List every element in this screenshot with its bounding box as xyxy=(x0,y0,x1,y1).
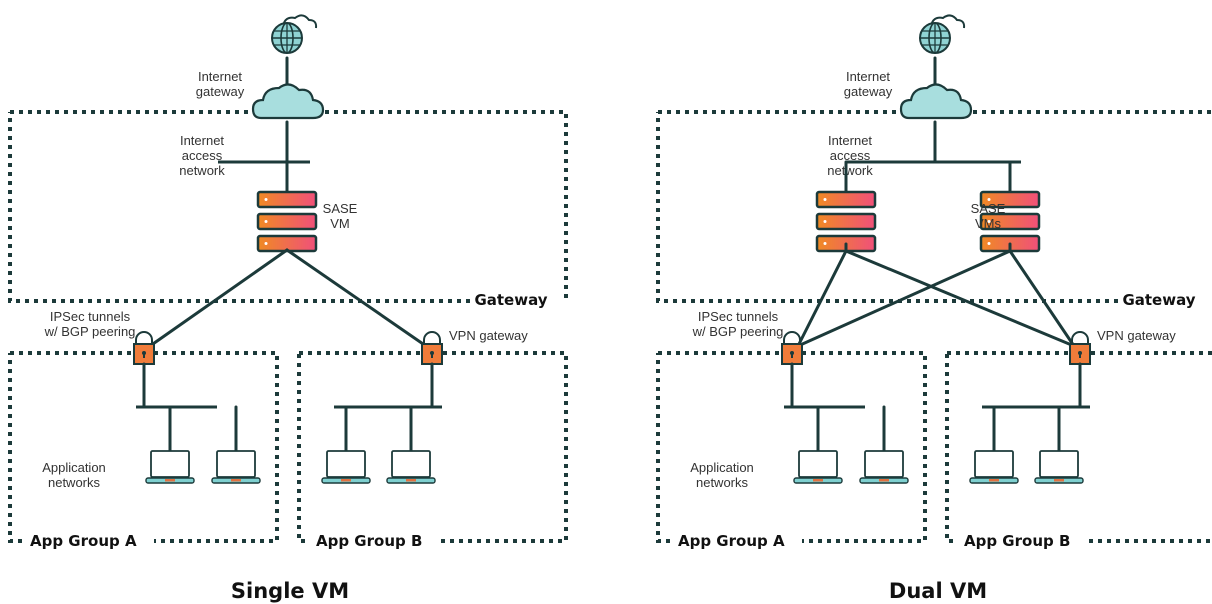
padlock-icon xyxy=(421,331,443,365)
server-unit xyxy=(815,190,877,209)
server-unit xyxy=(256,190,318,209)
padlock-icon xyxy=(781,331,803,365)
gateway-zone-boundary xyxy=(8,110,568,303)
app-group-b: App Group B xyxy=(945,351,1212,550)
app-group-label: App Group A xyxy=(30,532,137,550)
laptop-icon xyxy=(1034,450,1084,484)
laptop-icon xyxy=(386,450,436,484)
laptop-screen xyxy=(864,450,904,478)
laptop-screen xyxy=(326,450,366,478)
padlock-icon xyxy=(133,331,155,365)
tunnel-wire xyxy=(844,249,1076,348)
laptop-trackpad xyxy=(989,479,999,482)
gateway-zone-label: Gateway xyxy=(1122,291,1195,309)
laptop-trackpad xyxy=(165,479,175,482)
tunnel-wire xyxy=(285,248,428,348)
vpn-gateway-label: VPN gateway xyxy=(449,328,528,343)
laptop-trackpad xyxy=(231,479,241,482)
app-group-label: App Group A xyxy=(678,532,785,550)
laptop-icon xyxy=(145,450,195,484)
lock-shackle xyxy=(783,331,801,345)
padlock-icon xyxy=(1069,331,1091,365)
server-led xyxy=(264,242,268,245)
laptop-icon xyxy=(969,450,1019,484)
server-led xyxy=(823,198,827,201)
tunnel-wire xyxy=(1008,249,1076,348)
tunnel-wire xyxy=(148,248,289,348)
server-unit xyxy=(815,212,877,231)
laptop-trackpad xyxy=(813,479,823,482)
app-group-a: App Group A xyxy=(656,351,927,550)
app-group-label: App Group B xyxy=(316,532,422,550)
laptop-icon xyxy=(321,450,371,484)
server-unit xyxy=(979,190,1041,209)
app-group-a: App Group A xyxy=(8,351,279,550)
laptop-icon xyxy=(859,450,909,484)
tunnel-wire xyxy=(796,249,1012,348)
cloud-icon xyxy=(251,83,325,120)
gateway-zone-label: Gateway xyxy=(474,291,547,309)
server-led xyxy=(264,198,268,201)
laptop-screen xyxy=(1039,450,1079,478)
app-group-boundary xyxy=(945,351,1212,543)
cloud-shape xyxy=(899,83,973,120)
app-group-boundary xyxy=(297,351,568,543)
app-group-b: App Group B xyxy=(297,351,568,550)
laptop-screen xyxy=(974,450,1014,478)
server-led xyxy=(823,242,827,245)
cloud-shape xyxy=(251,83,325,120)
globe-icon xyxy=(919,14,966,54)
lock-shackle xyxy=(1071,331,1089,345)
laptop-screen xyxy=(798,450,838,478)
server-led xyxy=(264,220,268,223)
server-unit xyxy=(256,212,318,231)
cloud-icon xyxy=(899,83,973,120)
server-led xyxy=(823,220,827,223)
server-led xyxy=(987,242,991,245)
laptop-screen xyxy=(216,450,256,478)
laptop-trackpad xyxy=(879,479,889,482)
globe-icon xyxy=(271,14,318,54)
server-stack-icon xyxy=(256,190,318,253)
app-group-boundary xyxy=(8,351,279,543)
laptop-icon xyxy=(793,450,843,484)
server-stack-icon xyxy=(815,190,877,253)
diagram-caption: Dual VM xyxy=(889,579,987,603)
laptop-trackpad xyxy=(341,479,351,482)
app-group-label: App Group B xyxy=(964,532,1070,550)
tunnel-wire xyxy=(796,249,848,348)
lock-shackle xyxy=(135,331,153,345)
vpn-gateway-label: VPN gateway xyxy=(1097,328,1176,343)
lock-shackle xyxy=(423,331,441,345)
laptop-trackpad xyxy=(1054,479,1064,482)
diagram-caption: Single VM xyxy=(231,579,349,603)
laptop-screen xyxy=(150,450,190,478)
server-unit xyxy=(979,212,1041,231)
server-led xyxy=(987,220,991,223)
laptop-trackpad xyxy=(406,479,416,482)
server-led xyxy=(987,198,991,201)
app-group-boundary xyxy=(656,351,927,543)
laptop-screen xyxy=(391,450,431,478)
laptop-icon xyxy=(211,450,261,484)
